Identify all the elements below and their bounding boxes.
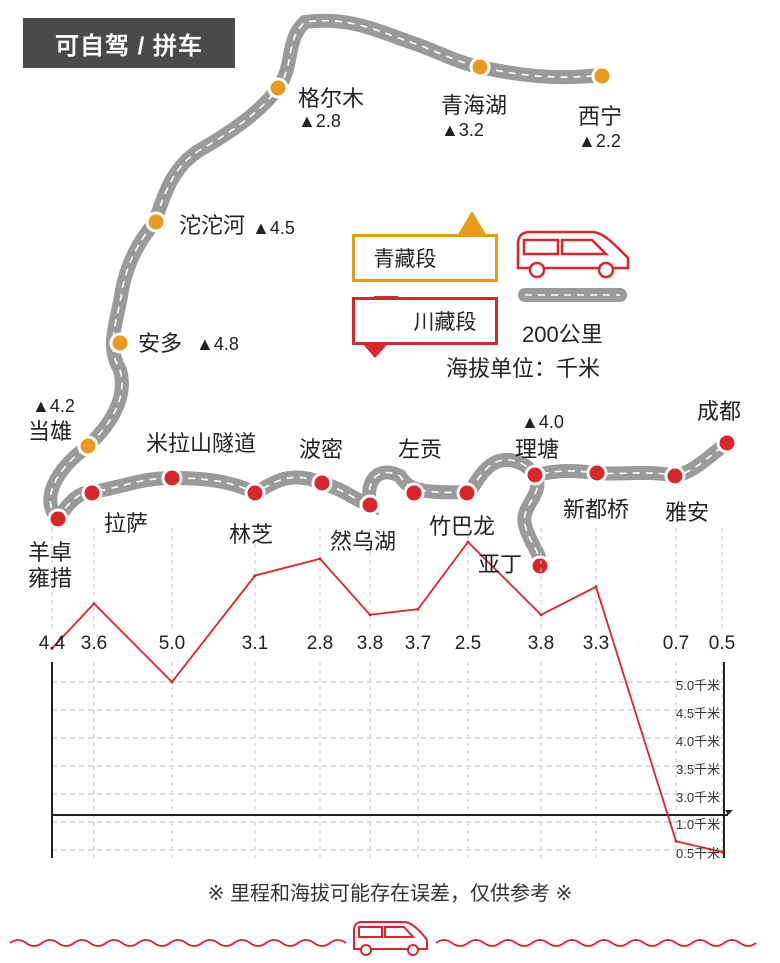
stop-marker-linzhi bbox=[244, 482, 266, 504]
legend-unit: 海拔单位：千米 bbox=[446, 356, 601, 381]
stop-marker-xining bbox=[591, 65, 613, 87]
stop-name-chengdu: 成都 bbox=[697, 399, 742, 424]
elevation-point-2 bbox=[170, 680, 174, 684]
y-tick-label: 4.0千米 bbox=[676, 734, 721, 749]
elevation-point-6 bbox=[416, 607, 420, 611]
y-tick-label: 3.5千米 bbox=[676, 762, 721, 777]
travel-mode-tag: 可自驾 / 拼车 bbox=[23, 18, 235, 68]
elevation-point-10 bbox=[674, 839, 678, 843]
stop-marker-chengdu bbox=[716, 432, 738, 454]
stop-marker-yaan bbox=[664, 465, 686, 487]
elevation-point-0 bbox=[50, 646, 54, 650]
stop-name-qinghaihu: 青海湖 bbox=[441, 93, 508, 118]
stop-elevation-geermu: ▲2.8 bbox=[298, 111, 341, 131]
legend-qingzang-label: 青藏段 bbox=[373, 248, 437, 271]
footer-wave-right bbox=[435, 939, 757, 947]
stop-name-tuotuohe: 沱沱河 bbox=[179, 213, 246, 238]
y-tick-label: 3.0千米 bbox=[676, 790, 721, 805]
stop-name-bomi: 波密 bbox=[299, 437, 344, 462]
stop-marker-ranwuhu bbox=[359, 494, 381, 516]
elevation-value-label: 2.8 bbox=[306, 633, 334, 654]
stop-marker-zuogong bbox=[403, 482, 425, 504]
yading-spur-centerline bbox=[523, 474, 541, 566]
y-tick-label: 1.0千米 bbox=[676, 817, 721, 832]
stop-elevation-anduo: ▲4.8 bbox=[196, 334, 239, 354]
elevation-value-label: 0.5 bbox=[708, 633, 736, 654]
stop-marker-anduo bbox=[109, 332, 131, 354]
qingzang-road-centerline bbox=[49, 19, 601, 520]
elevation-value-label: 5.0 bbox=[158, 633, 186, 654]
stop-elevation-dangxiong: ▲4.2 bbox=[32, 396, 75, 416]
stop-marker-lasa bbox=[81, 482, 103, 504]
elevation-value-label: 3.7 bbox=[404, 633, 432, 654]
stop-name-geermu: 格尔木 bbox=[298, 86, 365, 111]
stop-name-yaan: 雅安 bbox=[665, 500, 710, 525]
stop-name-xining: 西宁 bbox=[578, 104, 623, 129]
elevation-point-4 bbox=[318, 557, 322, 561]
stop-name-milashan: 米拉山隧道 bbox=[146, 431, 257, 456]
stop-marker-dangxiong bbox=[77, 435, 99, 457]
stop-marker-milashan bbox=[161, 467, 183, 489]
stop-elevation-litang: ▲4.0 bbox=[521, 412, 564, 432]
car-icon bbox=[516, 230, 630, 279]
stop-marker-geermu bbox=[267, 77, 289, 99]
stop-name-yading: 亚丁 bbox=[478, 552, 523, 577]
footer-car-icon bbox=[353, 921, 428, 956]
stop-name-zhubalong: 竹巴龙 bbox=[429, 514, 496, 539]
elevation-value-label: 0.7 bbox=[662, 633, 690, 654]
stop-elevation-xining: ▲2.2 bbox=[578, 131, 621, 151]
elevation-point-1 bbox=[92, 602, 96, 606]
stop-name-ranwuhu: 然乌湖 bbox=[330, 529, 397, 554]
y-tick-label: 4.5千米 bbox=[676, 706, 721, 721]
elevation-point-3 bbox=[253, 574, 257, 578]
stop-marker-xinduqiao bbox=[586, 462, 608, 484]
stop-marker-yading bbox=[529, 555, 551, 577]
stop-marker-tuotuohe bbox=[145, 211, 167, 233]
stop-elevation-qinghaihu: ▲3.2 bbox=[441, 120, 484, 140]
elevation-point-11 bbox=[720, 850, 724, 854]
legend-chuanzang-label: 川藏段 bbox=[413, 311, 477, 334]
axis-break-mark bbox=[725, 810, 733, 815]
stop-name-zuogong: 左贡 bbox=[398, 437, 443, 462]
legend-distance: 200公里 bbox=[522, 322, 603, 347]
stop-marker-yangzhuo bbox=[47, 508, 69, 530]
y-tick-label: 0.5千米 bbox=[676, 846, 721, 861]
legend-chuanzang: 川藏段 bbox=[352, 297, 498, 345]
elevation-value-label: 3.8 bbox=[356, 633, 384, 654]
stop-marker-litang bbox=[524, 464, 546, 486]
elevation-point-5 bbox=[368, 613, 372, 617]
elevation-value-label: 4.4 bbox=[38, 633, 66, 654]
elevation-point-8 bbox=[539, 613, 543, 617]
elevation-value-label: 2.5 bbox=[454, 633, 482, 654]
elevation-value-label: 3.3 bbox=[582, 633, 610, 654]
stop-name-xinduqiao: 新都桥 bbox=[563, 497, 630, 522]
elevation-line bbox=[51, 540, 723, 853]
stop-name-litang: 理塘 bbox=[515, 437, 560, 462]
stop-name-linzhi: 林芝 bbox=[229, 522, 274, 547]
stop-name-lasa: 拉萨 bbox=[104, 511, 149, 536]
stop-name-anduo: 安多 bbox=[138, 331, 183, 356]
elevation-point-9 bbox=[594, 585, 598, 589]
stop-elevation-tuotuohe: ▲4.5 bbox=[252, 218, 295, 238]
disclaimer-note: ※ 里程和海拔可能存在误差，仅供参考 ※ bbox=[207, 883, 573, 905]
elevation-value-label: 3.1 bbox=[241, 633, 269, 654]
y-tick-label: 5.0千米 bbox=[676, 678, 721, 693]
stop-name-dangxiong: 当雄 bbox=[28, 419, 73, 444]
elevation-point-7 bbox=[466, 540, 470, 544]
footer-wave-left bbox=[9, 939, 347, 947]
stop-marker-qinghaihu bbox=[469, 56, 491, 78]
stop-marker-bomi bbox=[311, 472, 333, 494]
elevation-value-label: 3.8 bbox=[527, 633, 555, 654]
legend-qingzang: 青藏段 bbox=[352, 234, 498, 282]
stop-marker-zhubalong bbox=[456, 482, 478, 504]
stop-name-yangzhuo: 羊卓 雍措 bbox=[28, 540, 73, 591]
elevation-value-label: 3.6 bbox=[80, 633, 108, 654]
